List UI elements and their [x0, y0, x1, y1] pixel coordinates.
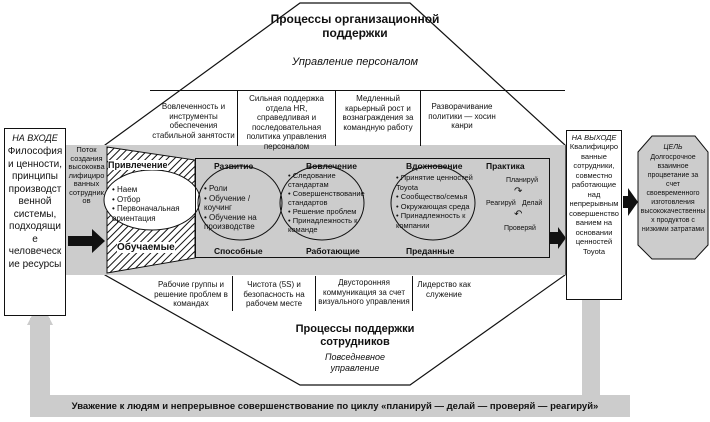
- top-boxes-row: Вовлеченность и инструменты обеспечения …: [150, 90, 565, 151]
- stage-item: Принятие ценностей Toyota: [396, 173, 481, 192]
- stage-title: Развитие: [214, 161, 254, 171]
- top-box: Медленный карьерный рост и вознаграждени…: [342, 94, 414, 132]
- goal-text: Долгосрочное взаимное процветание за сче…: [640, 153, 706, 233]
- top-box: Вовлеченность и инструменты обеспечения …: [152, 102, 235, 140]
- goal-arrow: [623, 188, 638, 216]
- attract-item: Наем: [112, 185, 197, 195]
- bottom-box: Двусторонняя коммуникация за счет визуал…: [318, 278, 410, 306]
- stage-item: Совершенствование стандартов: [288, 189, 368, 207]
- stage-title: Вовлечение: [306, 161, 357, 171]
- stage-item: Принадлежность к компании: [396, 211, 481, 230]
- goal-label: ЦЕЛЬ: [663, 144, 683, 151]
- top-title: Процессы организационной поддержки: [270, 12, 440, 40]
- stage-item: Следование стандартам: [288, 171, 368, 189]
- stages-box: Развитие РолиОбучение / коучингОбучение …: [195, 158, 550, 258]
- pdca-check: Проверяй: [504, 225, 536, 232]
- stage-item: Обучение / коучинг: [204, 194, 279, 213]
- bottom-title: Процессы поддержки сотрудников: [295, 323, 415, 348]
- input-box: НА ВХОДЕ Философия и ценности, принципы …: [4, 128, 66, 316]
- flow-label: Поток создания высококвалифицированных с…: [68, 145, 105, 205]
- stage-list: РолиОбучение / коучингОбучение на произв…: [204, 184, 279, 232]
- stage-bottom: Преданные: [406, 246, 455, 256]
- stage-list: Следование стандартамСовершенствование с…: [288, 171, 368, 234]
- bottom-box: Чистота (5S) и безопасность на рабочем м…: [243, 280, 305, 308]
- stage-item: Решение проблем: [288, 207, 368, 216]
- bottom-subtitle: Повседневное управление: [324, 352, 386, 373]
- bottom-box: Лидерство как служение: [417, 280, 471, 299]
- top-subtitle: Управление персоналом: [291, 56, 419, 68]
- stage-item: Принадлежность к команде: [288, 216, 368, 234]
- stage-item: Роли: [204, 184, 279, 194]
- pdca-do: Делай: [522, 200, 543, 207]
- footer-caption: Уважение к людям и непрерывное совершенс…: [71, 401, 599, 412]
- attract-title: Привлечение: [108, 160, 168, 170]
- attract-list: Наем Отбор Первоначальная ориентация: [112, 185, 197, 223]
- cycle-arrow-icon: ↷: [514, 186, 523, 197]
- stage-bottom: Работающие: [306, 246, 360, 256]
- stage-list: Принятие ценностей ToyotaСообщество/семь…: [396, 173, 481, 230]
- output-box: НА ВЫХОДЕ Квалифицированные сотрудники, …: [566, 130, 622, 300]
- output-label: НА ВЫХОДЕ: [571, 133, 617, 142]
- output-text: Квалифицированные сотрудники, совместно …: [569, 142, 619, 256]
- input-label: НА ВХОДЕ: [12, 133, 58, 143]
- attract-item: Первоначальная ориентация: [112, 204, 197, 223]
- top-box: Разворачивание политики — хосин канри: [428, 102, 496, 130]
- pdca-plan: Планируй: [506, 177, 539, 184]
- output-arrow: [550, 227, 566, 249]
- stage-bottom: Способные: [214, 246, 263, 256]
- practice-title: Практика: [486, 161, 525, 171]
- goal-octagon: [637, 135, 709, 260]
- stage-item: Сообщество/семья: [396, 192, 481, 202]
- stage-item: Окружающая среда: [396, 202, 481, 212]
- stage-item: Обучение на производстве: [204, 213, 279, 232]
- top-box: Сильная поддержка отдела HR, справедлива…: [246, 94, 327, 151]
- goal: ЦЕЛЬ Долгосрочное взаимное процветание з…: [640, 143, 706, 234]
- bottom-box: Рабочие группы и решение проблем в коман…: [154, 280, 228, 308]
- input-arrow: [68, 229, 105, 253]
- stage-title: Вдохновение: [406, 161, 463, 171]
- cycle-arrow-icon: ↶: [514, 209, 523, 220]
- bottom-boxes-row: Рабочие группы и решение проблем в коман…: [150, 276, 471, 311]
- feedback-band: [40, 395, 630, 417]
- attract-item: Отбор: [112, 195, 197, 205]
- input-text: Философия и ценности, принципы производс…: [7, 146, 63, 270]
- pdca-act: Реагируй: [486, 200, 516, 207]
- attract-bottom: Обучаемые: [117, 242, 175, 253]
